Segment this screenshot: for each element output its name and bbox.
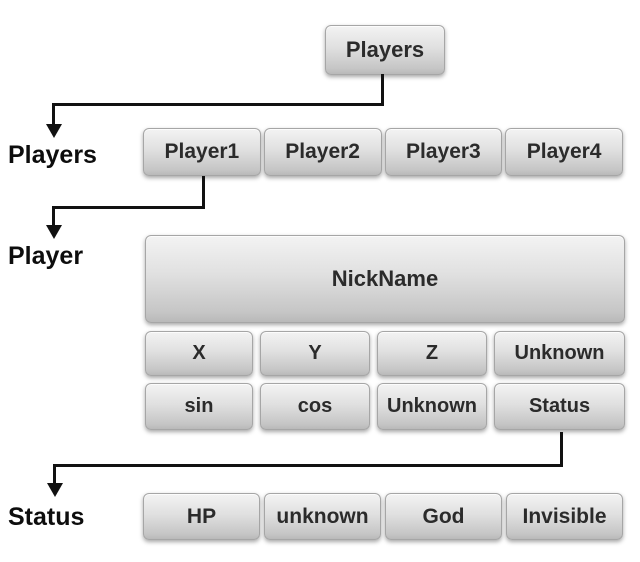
node-player3: Player3 bbox=[384, 128, 503, 176]
connector-root-drop bbox=[52, 103, 55, 125]
node-player2: Player2 bbox=[263, 128, 382, 176]
node-players-root-label: Players bbox=[345, 37, 425, 62]
arrowhead-down-icon bbox=[47, 483, 63, 497]
node-player1: Player1 bbox=[143, 128, 261, 176]
connector-root-vertical bbox=[381, 74, 384, 105]
node-god: God bbox=[385, 493, 502, 540]
connector-status-horizontal bbox=[53, 464, 563, 467]
label-status: Status bbox=[8, 503, 85, 531]
label-players: Players bbox=[8, 141, 97, 169]
label-player: Player bbox=[8, 242, 84, 270]
connector-player1-drop bbox=[52, 206, 55, 226]
node-player4: Player4 bbox=[505, 128, 623, 176]
connector-status-drop bbox=[53, 464, 56, 484]
connector-status-vertical bbox=[560, 432, 563, 467]
connector-player1-horizontal bbox=[52, 206, 205, 209]
connector-root-horizontal bbox=[52, 103, 384, 106]
node-status: Status bbox=[494, 383, 625, 430]
node-unknown-3: unknown bbox=[264, 493, 381, 540]
status-row: HP unknown God Invisible bbox=[143, 493, 623, 540]
node-cos: cos bbox=[260, 383, 370, 430]
players-row: Player1 Player2 Player3 Player4 bbox=[143, 128, 623, 176]
node-nickname: NickName bbox=[145, 235, 625, 323]
player-structure-table: NickName X Y Z Unknown sin cos Unknown S… bbox=[145, 235, 625, 437]
node-y: Y bbox=[260, 331, 370, 376]
connector-player1-vertical bbox=[202, 176, 205, 209]
node-x: X bbox=[145, 331, 253, 376]
node-nickname-label: NickName bbox=[331, 266, 439, 291]
node-invisible: Invisible bbox=[506, 493, 623, 540]
node-z: Z bbox=[377, 331, 487, 376]
node-players-root: Players bbox=[325, 25, 445, 75]
player-table-row-2: sin cos Unknown Status bbox=[145, 383, 625, 430]
player-table-row-1: X Y Z Unknown bbox=[145, 331, 625, 376]
arrowhead-down-icon bbox=[46, 124, 62, 138]
node-unknown-2: Unknown bbox=[377, 383, 487, 430]
node-hp: HP bbox=[143, 493, 260, 540]
node-unknown-1: Unknown bbox=[494, 331, 625, 376]
node-sin: sin bbox=[145, 383, 253, 430]
arrowhead-down-icon bbox=[46, 225, 62, 239]
